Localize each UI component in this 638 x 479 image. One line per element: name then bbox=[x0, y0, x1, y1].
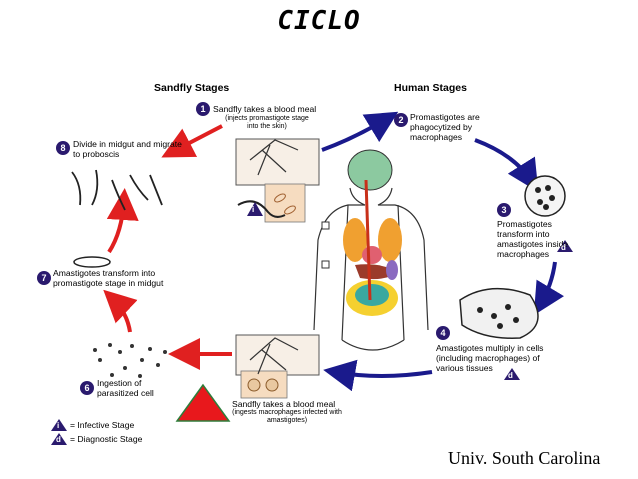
amastigote-midgut bbox=[73, 256, 111, 268]
arrow-8-to-7 bbox=[106, 188, 139, 254]
macrophage-illustration bbox=[524, 175, 566, 217]
stage-8-caption: Divide in midgut and migrate to probosci… bbox=[73, 139, 182, 159]
legend-infective-text: = Infective Stage bbox=[70, 420, 135, 430]
stage-5-caption: Sandfly takes a blood meal bbox=[232, 399, 336, 409]
human-body-illustration bbox=[313, 149, 429, 351]
arrow-1-to-8 bbox=[161, 124, 223, 158]
infective-stage-icon bbox=[247, 202, 263, 216]
arrow-1-to-2 bbox=[321, 111, 399, 152]
infective-symbol: i bbox=[252, 205, 255, 214]
stage-1-subcaption: (injects promastigote stage into the ski… bbox=[225, 115, 309, 130]
arrow-3-to-4 bbox=[533, 261, 565, 316]
stage-3-caption: Promastigotes transform into amastigotes… bbox=[497, 219, 569, 259]
warning-triangle-icon bbox=[175, 383, 231, 422]
arrow-4-to-5 bbox=[323, 359, 433, 392]
legend-diagnostic-icon bbox=[51, 433, 67, 445]
page-title: CICLO bbox=[277, 6, 361, 36]
sandfly-stages-header: Sandfly Stages bbox=[154, 82, 230, 94]
stage-5-subcaption: (ingests macrophages infected with amast… bbox=[232, 409, 342, 424]
human-stages-header: Human Stages bbox=[394, 82, 467, 94]
promastigote-top bbox=[237, 200, 286, 218]
stage-7-badge: 7 bbox=[37, 271, 51, 285]
promastigotes-illustration bbox=[71, 169, 163, 211]
stage-2-badge: 2 bbox=[394, 113, 408, 127]
diagnostic-symbol-3: d bbox=[561, 243, 566, 252]
legend-diagnostic-symbol: d bbox=[56, 435, 61, 444]
stage-6-badge: 6 bbox=[80, 381, 94, 395]
arrow-2-to-3 bbox=[474, 138, 539, 193]
arrow-7-to-6 bbox=[103, 289, 138, 333]
stage-8-badge: 8 bbox=[56, 141, 70, 155]
tissue-cell-illustration bbox=[459, 287, 539, 339]
parasitized-cells-illustration bbox=[93, 343, 167, 378]
stage-7-caption: Amastigotes transform into promastigote … bbox=[53, 268, 164, 288]
legend-infective-icon bbox=[51, 419, 67, 431]
stage-4-caption: Amastigotes multiply in cells (including… bbox=[436, 343, 544, 373]
sandfly-bite-top-illustration bbox=[235, 138, 320, 223]
stage-1-caption: Sandfly takes a blood meal bbox=[213, 104, 317, 114]
stage-2-caption: Promastigotes are phagocytized by macrop… bbox=[410, 112, 480, 142]
legend-diagnostic-text: = Diagnostic Stage bbox=[70, 434, 143, 444]
stage-3-badge: 3 bbox=[497, 203, 511, 217]
legend-infective-symbol: i bbox=[57, 421, 60, 430]
credit-text: Univ. South Carolina bbox=[448, 448, 601, 468]
stage-6-caption: Ingestion of parasitized cell bbox=[97, 378, 154, 398]
diagnostic-stage-icon-3 bbox=[557, 240, 573, 252]
sandfly-bite-bottom-illustration bbox=[235, 334, 320, 399]
stage-1-badge: 1 bbox=[196, 102, 210, 116]
stage-4-badge: 4 bbox=[436, 326, 450, 340]
diagnostic-stage-icon-4 bbox=[504, 368, 520, 380]
diagnostic-symbol-4: d bbox=[508, 371, 513, 380]
